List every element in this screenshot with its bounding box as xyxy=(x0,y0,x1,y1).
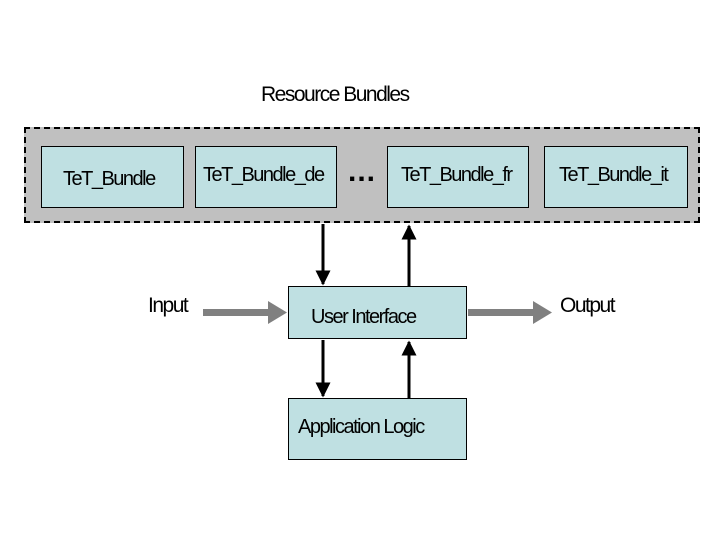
input-label: Input xyxy=(148,294,189,317)
arrow-output xyxy=(468,301,552,324)
bundle-ellipsis: ... xyxy=(348,155,377,188)
application-logic-box: Application Logic xyxy=(288,398,467,460)
bundle-box-default: TeT_Bundle xyxy=(41,146,184,208)
bundle-box-de: TeT_Bundle_de xyxy=(195,146,337,208)
user-interface-box: User Interface xyxy=(288,286,467,339)
output-label: Output xyxy=(560,294,616,317)
bundle-box-it: TeT_Bundle_it xyxy=(544,146,688,208)
resource-bundles-group: TeT_Bundle TeT_Bundle_de ... TeT_Bundle_… xyxy=(24,127,700,223)
arrow-input xyxy=(203,301,287,324)
bundle-box-fr: TeT_Bundle_fr xyxy=(387,146,529,208)
diagram-title: Resource Bundles xyxy=(261,83,410,106)
